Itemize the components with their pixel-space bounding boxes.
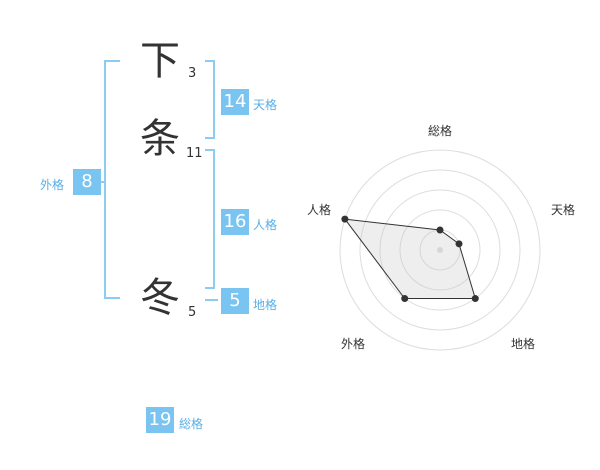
gaikaku-value: 8 [73,169,101,195]
jinkaku-label: 人格 [253,218,278,232]
tenkaku-label: 天格 [253,98,278,112]
radar-series-area [343,218,476,299]
radar-label-chikaku: 地格 [511,337,536,351]
radar-label-gaikaku: 外格 [341,337,366,351]
stroke-count-2: 11 [186,146,203,161]
tenkaku-bracket [205,60,215,139]
radar-point-1 [455,240,463,248]
radar-point-2 [471,295,479,303]
radar-point-4 [341,215,349,223]
jinkaku-value: 16 [221,209,249,235]
name-char-3: 冬 [140,275,180,321]
stroke-count-3: 5 [188,305,197,320]
radar-grid-ring [399,209,481,291]
name-char-2: 条 [140,116,180,162]
name-char-1: 下 [140,38,180,84]
chikaku-value: 5 [221,288,249,314]
radar-center [437,247,443,253]
radar-point-3 [401,295,409,303]
radar-grid-ring [379,189,501,311]
soukaku-value: 19 [146,407,174,433]
jinkaku-bracket [205,149,215,289]
radar-label-jinkaku: 人格 [307,203,332,217]
gaikaku-label: 外格 [40,178,65,192]
radar-label-soukaku: 総格 [428,124,453,138]
radar-point-0 [436,226,444,234]
gaikaku-bracket [104,60,120,299]
soukaku-label: 総格 [179,417,204,431]
chikaku-label: 地格 [253,298,278,312]
tenkaku-value: 14 [221,89,249,115]
radar-grid-ring [339,149,541,351]
radar-grid-ring [359,169,521,331]
stroke-count-1: 3 [188,66,197,81]
radar-label-tenkaku: 天格 [551,203,576,217]
